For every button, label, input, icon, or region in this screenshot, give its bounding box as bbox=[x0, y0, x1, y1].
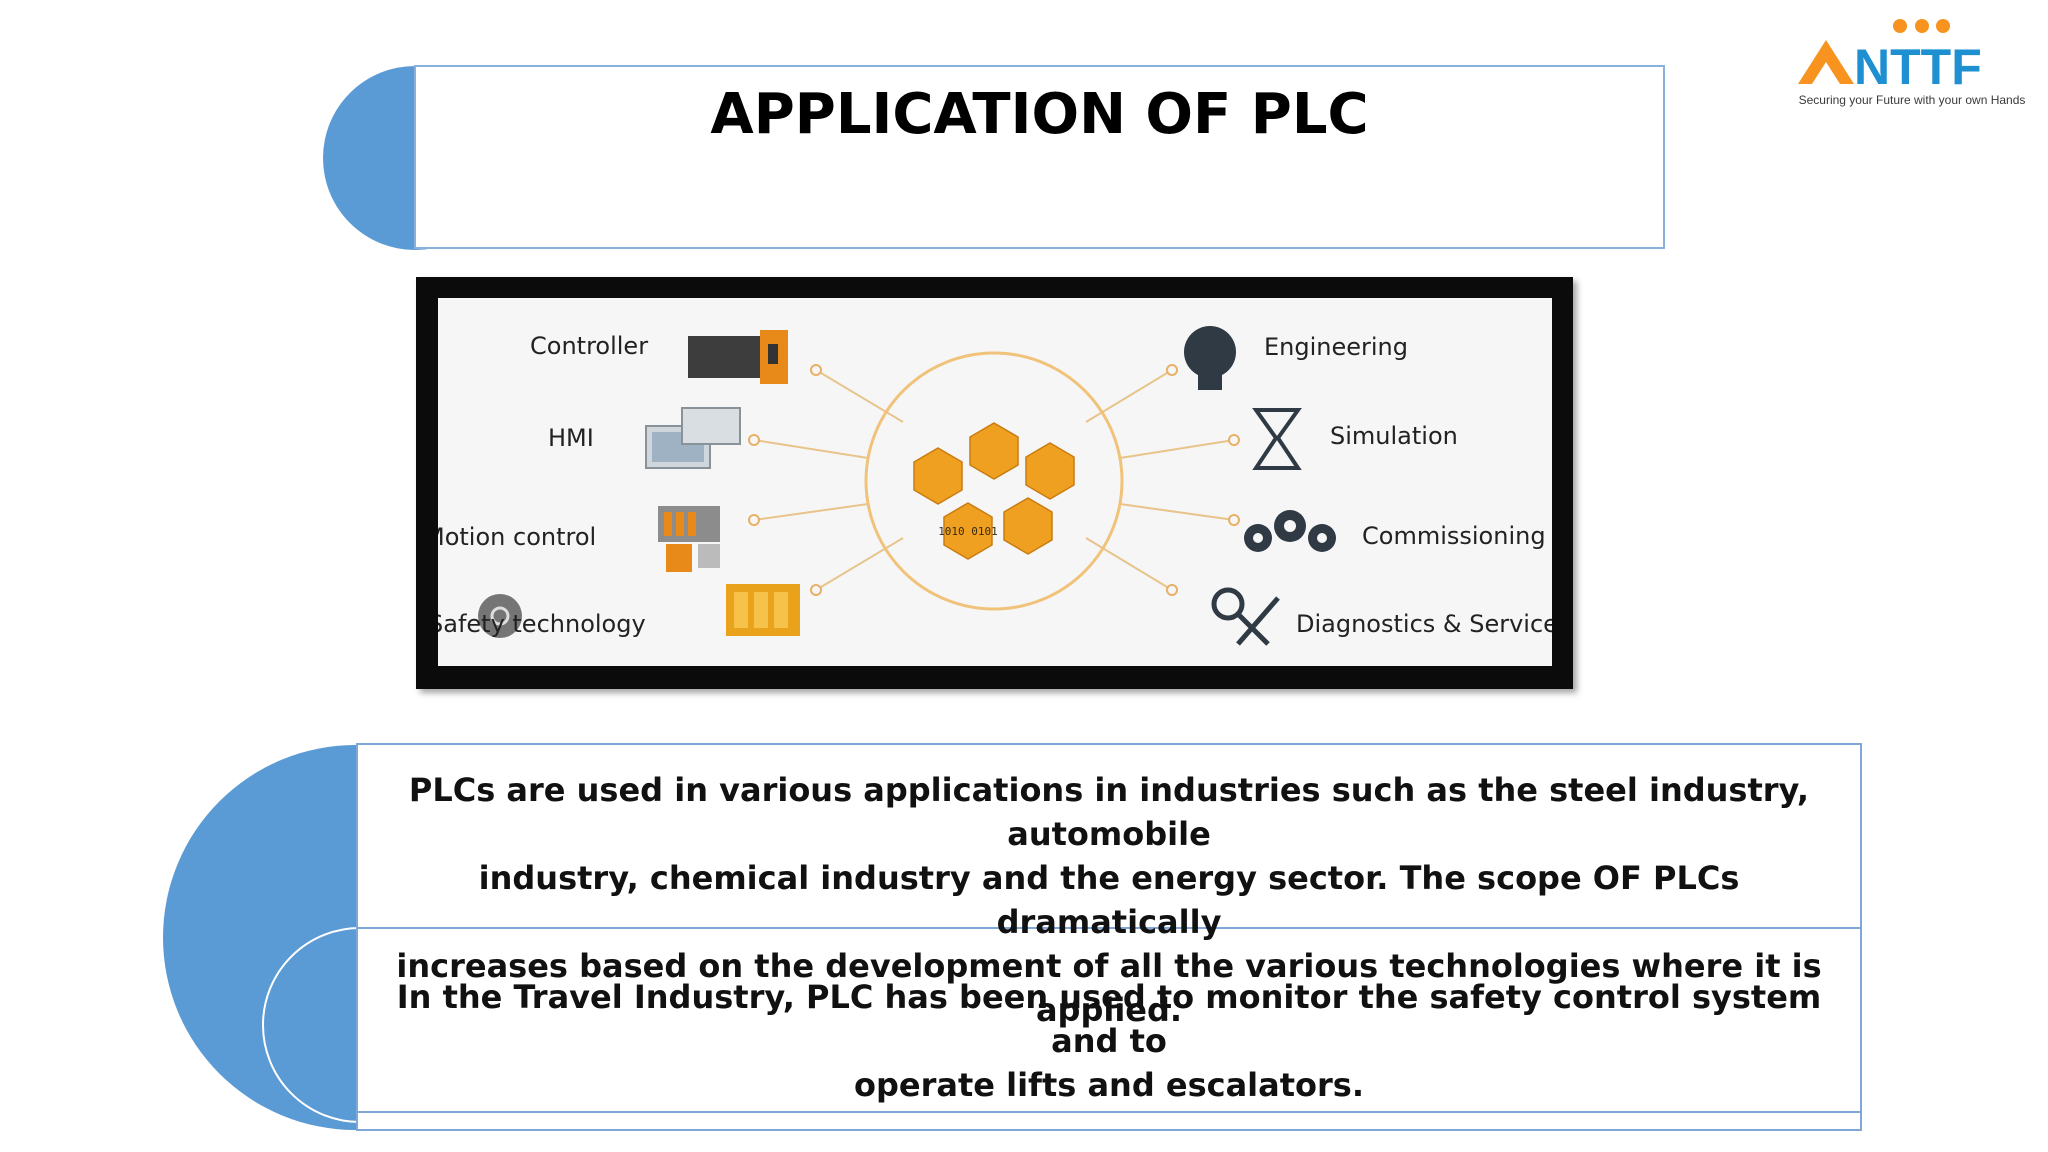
lens-overlay-icon bbox=[478, 594, 522, 638]
label-engineering: Engineering bbox=[1264, 333, 1408, 361]
label-controller: Controller bbox=[530, 332, 649, 360]
lightbulb-icon bbox=[1184, 326, 1236, 390]
logo-dot-1 bbox=[1893, 19, 1907, 33]
motion-control-icon bbox=[658, 506, 720, 572]
plc-applications-image: 1010 0101 bbox=[438, 298, 1552, 666]
paragraph-travel-industry: In the Travel Industry, PLC has been use… bbox=[366, 975, 1852, 1107]
paragraph-industries: PLCs are used in various applications in… bbox=[366, 768, 1852, 1032]
logo-dot-2 bbox=[1915, 19, 1929, 33]
label-motion-control: Motion control bbox=[438, 523, 597, 551]
text-box-3 bbox=[356, 1111, 1862, 1131]
paragraph-line: In the Travel Industry, PLC has been use… bbox=[396, 978, 1822, 1060]
controller-icon bbox=[688, 330, 788, 384]
logo-triangle bbox=[1798, 40, 1854, 84]
label-diagnostics-service: Diagnostics & Service bbox=[1296, 610, 1552, 638]
hmi-icon bbox=[645, 407, 741, 469]
gears-icon bbox=[1244, 510, 1336, 552]
hub-binary: 1010 0101 bbox=[938, 525, 998, 538]
safety-module-icon bbox=[726, 584, 800, 636]
text-box-2 bbox=[356, 927, 1862, 1113]
paragraph-line: increases based on the development of al… bbox=[396, 947, 1822, 1029]
logo-dot-3 bbox=[1936, 19, 1950, 33]
hub-ring bbox=[864, 351, 1124, 611]
label-hmi: HMI bbox=[548, 424, 594, 452]
label-safety-technology: Safety technology bbox=[438, 610, 646, 638]
text-box-1 bbox=[356, 743, 1862, 929]
paragraph-line: industry, chemical industry and the ener… bbox=[478, 859, 1740, 941]
logo-tagline: Securing your Future with your own Hands bbox=[1798, 93, 2026, 107]
paragraph-line: operate lifts and escalators. bbox=[853, 1066, 1364, 1104]
paragraph-line: PLCs are used in various applications in… bbox=[408, 771, 1810, 853]
hub-hexagons bbox=[913, 422, 1075, 560]
nttf-logo: NTTF bbox=[1798, 19, 1982, 95]
slide-title: APPLICATION OF PLC bbox=[710, 82, 1369, 147]
hourglass-icon bbox=[1252, 408, 1302, 470]
logo-wordmark: NTTF bbox=[1854, 39, 1982, 95]
plc-diagram: 1010 0101 bbox=[478, 326, 1336, 646]
label-simulation: Simulation bbox=[1330, 422, 1458, 450]
magnifier-wrench-icon bbox=[1211, 587, 1280, 646]
label-commissioning: Commissioning bbox=[1362, 522, 1546, 550]
title-box bbox=[414, 65, 1665, 249]
